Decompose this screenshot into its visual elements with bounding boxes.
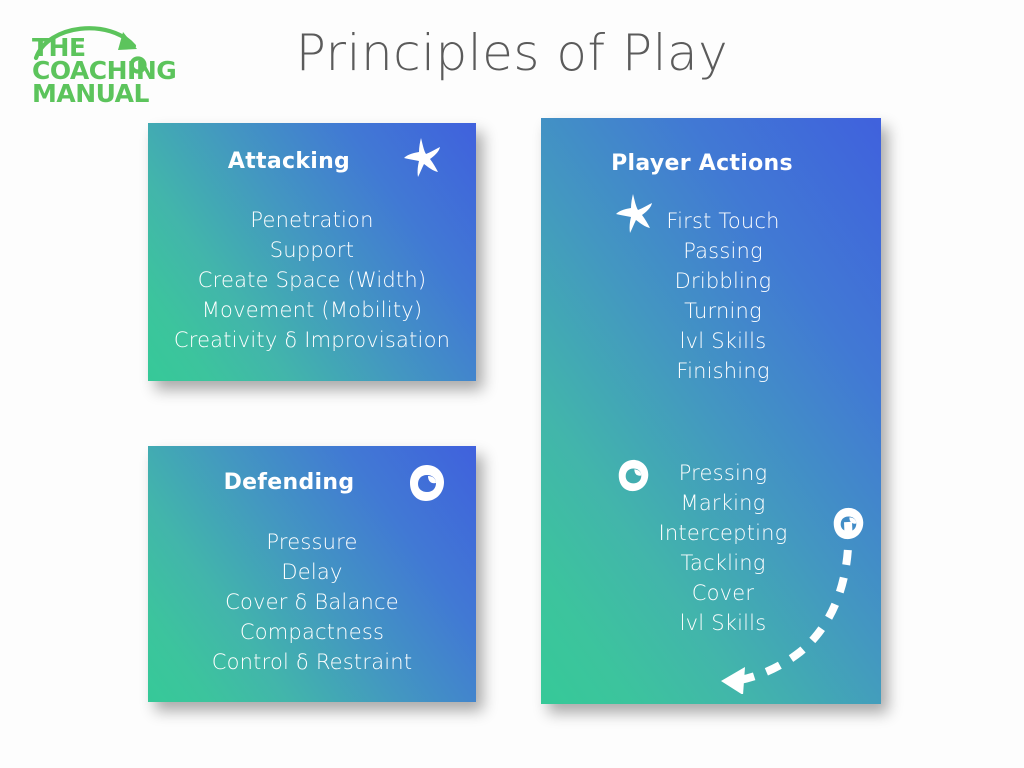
list-item: Dribbling bbox=[674, 269, 772, 293]
list-item: Turning bbox=[684, 299, 762, 323]
page-title: Principles of Play bbox=[295, 24, 729, 82]
card-attacking-list: Penetration Support Create Space (Width)… bbox=[148, 205, 476, 355]
ball-icon bbox=[408, 464, 446, 502]
list-item: Cover bbox=[691, 581, 755, 605]
card-player-actions-list-bottom: Pressing Marking Intercepting Tackling C… bbox=[541, 458, 881, 638]
list-item: Create Space (Width) bbox=[197, 268, 427, 292]
card-defending-title: Defending bbox=[223, 470, 355, 495]
card-attacking-title: Attacking bbox=[227, 149, 351, 174]
logo-line-1: THE bbox=[32, 33, 86, 62]
list-item: Pressing bbox=[678, 461, 768, 485]
list-item: Delay bbox=[281, 560, 343, 584]
list-item: lvl Skills bbox=[679, 329, 767, 353]
cross-marker-icon bbox=[612, 190, 656, 234]
logo-line-2: COACHING bbox=[32, 56, 176, 85]
list-item: First Touch bbox=[666, 209, 780, 233]
list-item: Movement (Mobility) bbox=[201, 298, 423, 322]
list-item: Finishing bbox=[676, 359, 770, 383]
list-item: Tackling bbox=[680, 551, 766, 575]
list-item: Creativity δ Improvisation bbox=[173, 328, 451, 352]
card-player-actions-list-top: First Touch Passing Dribbling Turning lv… bbox=[541, 206, 881, 386]
list-item: Intercepting bbox=[658, 521, 788, 545]
brand-logo[interactable]: THE COACHING MANUAL bbox=[22, 16, 182, 104]
ball-icon bbox=[617, 458, 650, 493]
list-item: Marking bbox=[680, 491, 766, 515]
list-item: Penetration bbox=[250, 208, 374, 232]
cross-marker-icon bbox=[400, 134, 444, 178]
card-player-actions[interactable]: Player Actions First Touch Passing Dribb… bbox=[541, 118, 881, 704]
dashed-curved-arrow-icon bbox=[705, 512, 867, 694]
card-defending[interactable]: Defending Pressure Delay Cover δ Balance… bbox=[148, 446, 476, 702]
list-item: Support bbox=[269, 238, 355, 262]
card-defending-list: Pressure Delay Cover δ Balance Compactne… bbox=[148, 527, 476, 677]
list-item: Cover δ Balance bbox=[225, 590, 399, 614]
card-player-actions-title: Player Actions bbox=[611, 151, 793, 176]
list-item: Control δ Restraint bbox=[211, 650, 413, 674]
list-item: Passing bbox=[683, 239, 763, 263]
list-item: Compactness bbox=[239, 620, 385, 644]
logo-line-3: MANUAL bbox=[32, 79, 150, 104]
list-item: lvl Skills bbox=[679, 611, 767, 635]
list-item: Pressure bbox=[266, 530, 358, 554]
